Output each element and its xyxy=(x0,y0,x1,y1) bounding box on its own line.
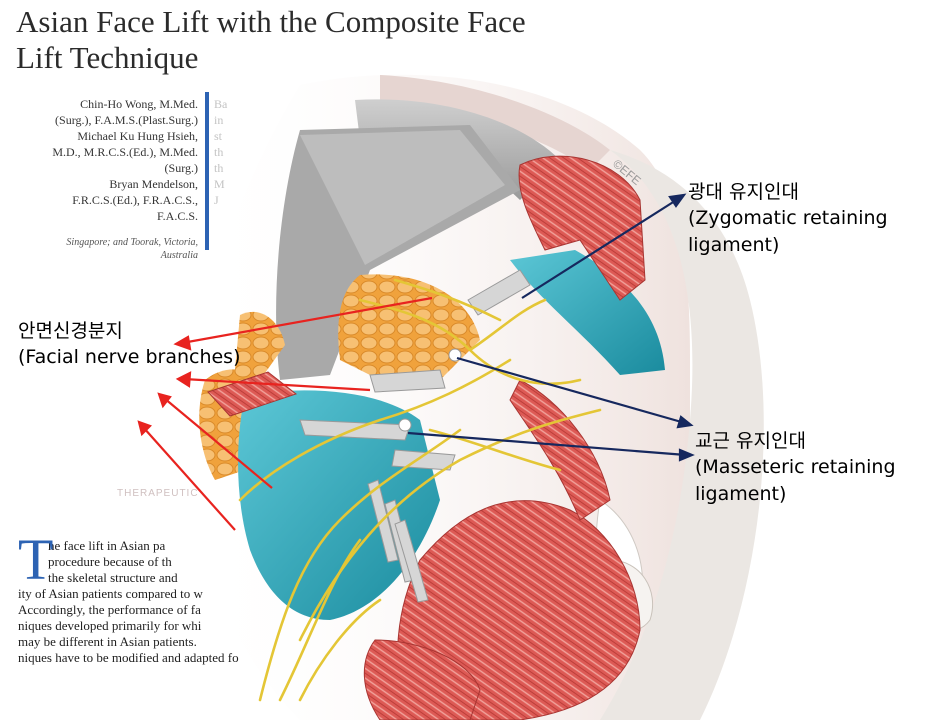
facial-muscles xyxy=(207,155,646,720)
author-list: Chin-Ho Wong, M.Med. (Surg.), F.A.M.S.(P… xyxy=(10,96,198,224)
affiliation-line: Australia xyxy=(160,250,198,261)
text-line: may be different in Asian patients. xyxy=(18,634,197,649)
drop-cap: T xyxy=(18,527,54,592)
retracted-skin-flap xyxy=(276,99,560,380)
text-line: niques developed primarily for whi xyxy=(18,618,202,633)
label-ko: 광대 유지인대 xyxy=(688,181,799,203)
ligament-bands xyxy=(299,269,531,603)
label-ko: 안면신경분지 xyxy=(18,320,123,342)
label-en: (Facial nerve branches) xyxy=(18,346,241,368)
title-line-2: Lift Technique xyxy=(16,40,199,75)
author-line: F.A.C.S. xyxy=(156,209,198,223)
text-line: niques have to be modified and adapted f… xyxy=(18,650,239,665)
label-zygomatic-ligament: 광대 유지인대 (Zygomatic retaining ligament) xyxy=(688,179,888,259)
text-line: ity of Asian patients compared to w xyxy=(18,586,203,601)
label-en: (Zygomatic retaining xyxy=(688,207,888,229)
label-facial-nerve-branches: 안면신경분지 (Facial nerve branches) xyxy=(18,318,241,371)
journal-watermark: THERAPEUTIC xyxy=(117,488,199,499)
text-line: he face lift in Asian pa xyxy=(48,538,166,553)
author-line: (Surg.) xyxy=(164,161,198,175)
author-line: (Surg.), F.A.M.S.(Plast.Surg.) xyxy=(55,113,198,127)
label-en: ligament) xyxy=(695,483,787,505)
label-en: (Masseteric retaining xyxy=(695,456,896,478)
label-en: ligament) xyxy=(688,234,780,256)
author-line: Bryan Mendelson, xyxy=(109,177,198,191)
text-line: the skeletal structure and xyxy=(48,570,178,585)
facial-nerve-arrows xyxy=(137,296,433,531)
ligament-point xyxy=(398,418,412,432)
affiliation-line: Singapore; and Toorak, Victoria, xyxy=(66,237,198,248)
author-line: M.D., M.R.C.S.(Ed.), M.Med. xyxy=(52,145,198,159)
label-ko: 교근 유지인대 xyxy=(695,430,806,452)
author-line: F.R.C.S.(Ed.), F.R.A.C.S., xyxy=(72,193,198,207)
author-line: Chin-Ho Wong, M.Med. xyxy=(80,97,198,111)
facial-nerve-branches xyxy=(238,278,602,702)
text-line: procedure because of th xyxy=(48,554,172,569)
retaining-ligament-arrows xyxy=(407,193,695,462)
title-line-1: Asian Face Lift with the Composite Face xyxy=(16,4,526,39)
column-rule xyxy=(205,92,209,250)
text-line: Accordingly, the performance of fa xyxy=(18,602,201,617)
author-line: Michael Ku Hung Hsieh, xyxy=(77,129,198,143)
abstract-text: T he face lift in Asian pa procedure bec… xyxy=(18,531,348,666)
affiliation: Singapore; and Toorak, Victoria, Austral… xyxy=(10,236,198,262)
paper-title: Asian Face Lift with the Composite Face … xyxy=(16,4,596,76)
label-masseteric-ligament: 교근 유지인대 (Masseteric retaining ligament) xyxy=(695,428,896,508)
